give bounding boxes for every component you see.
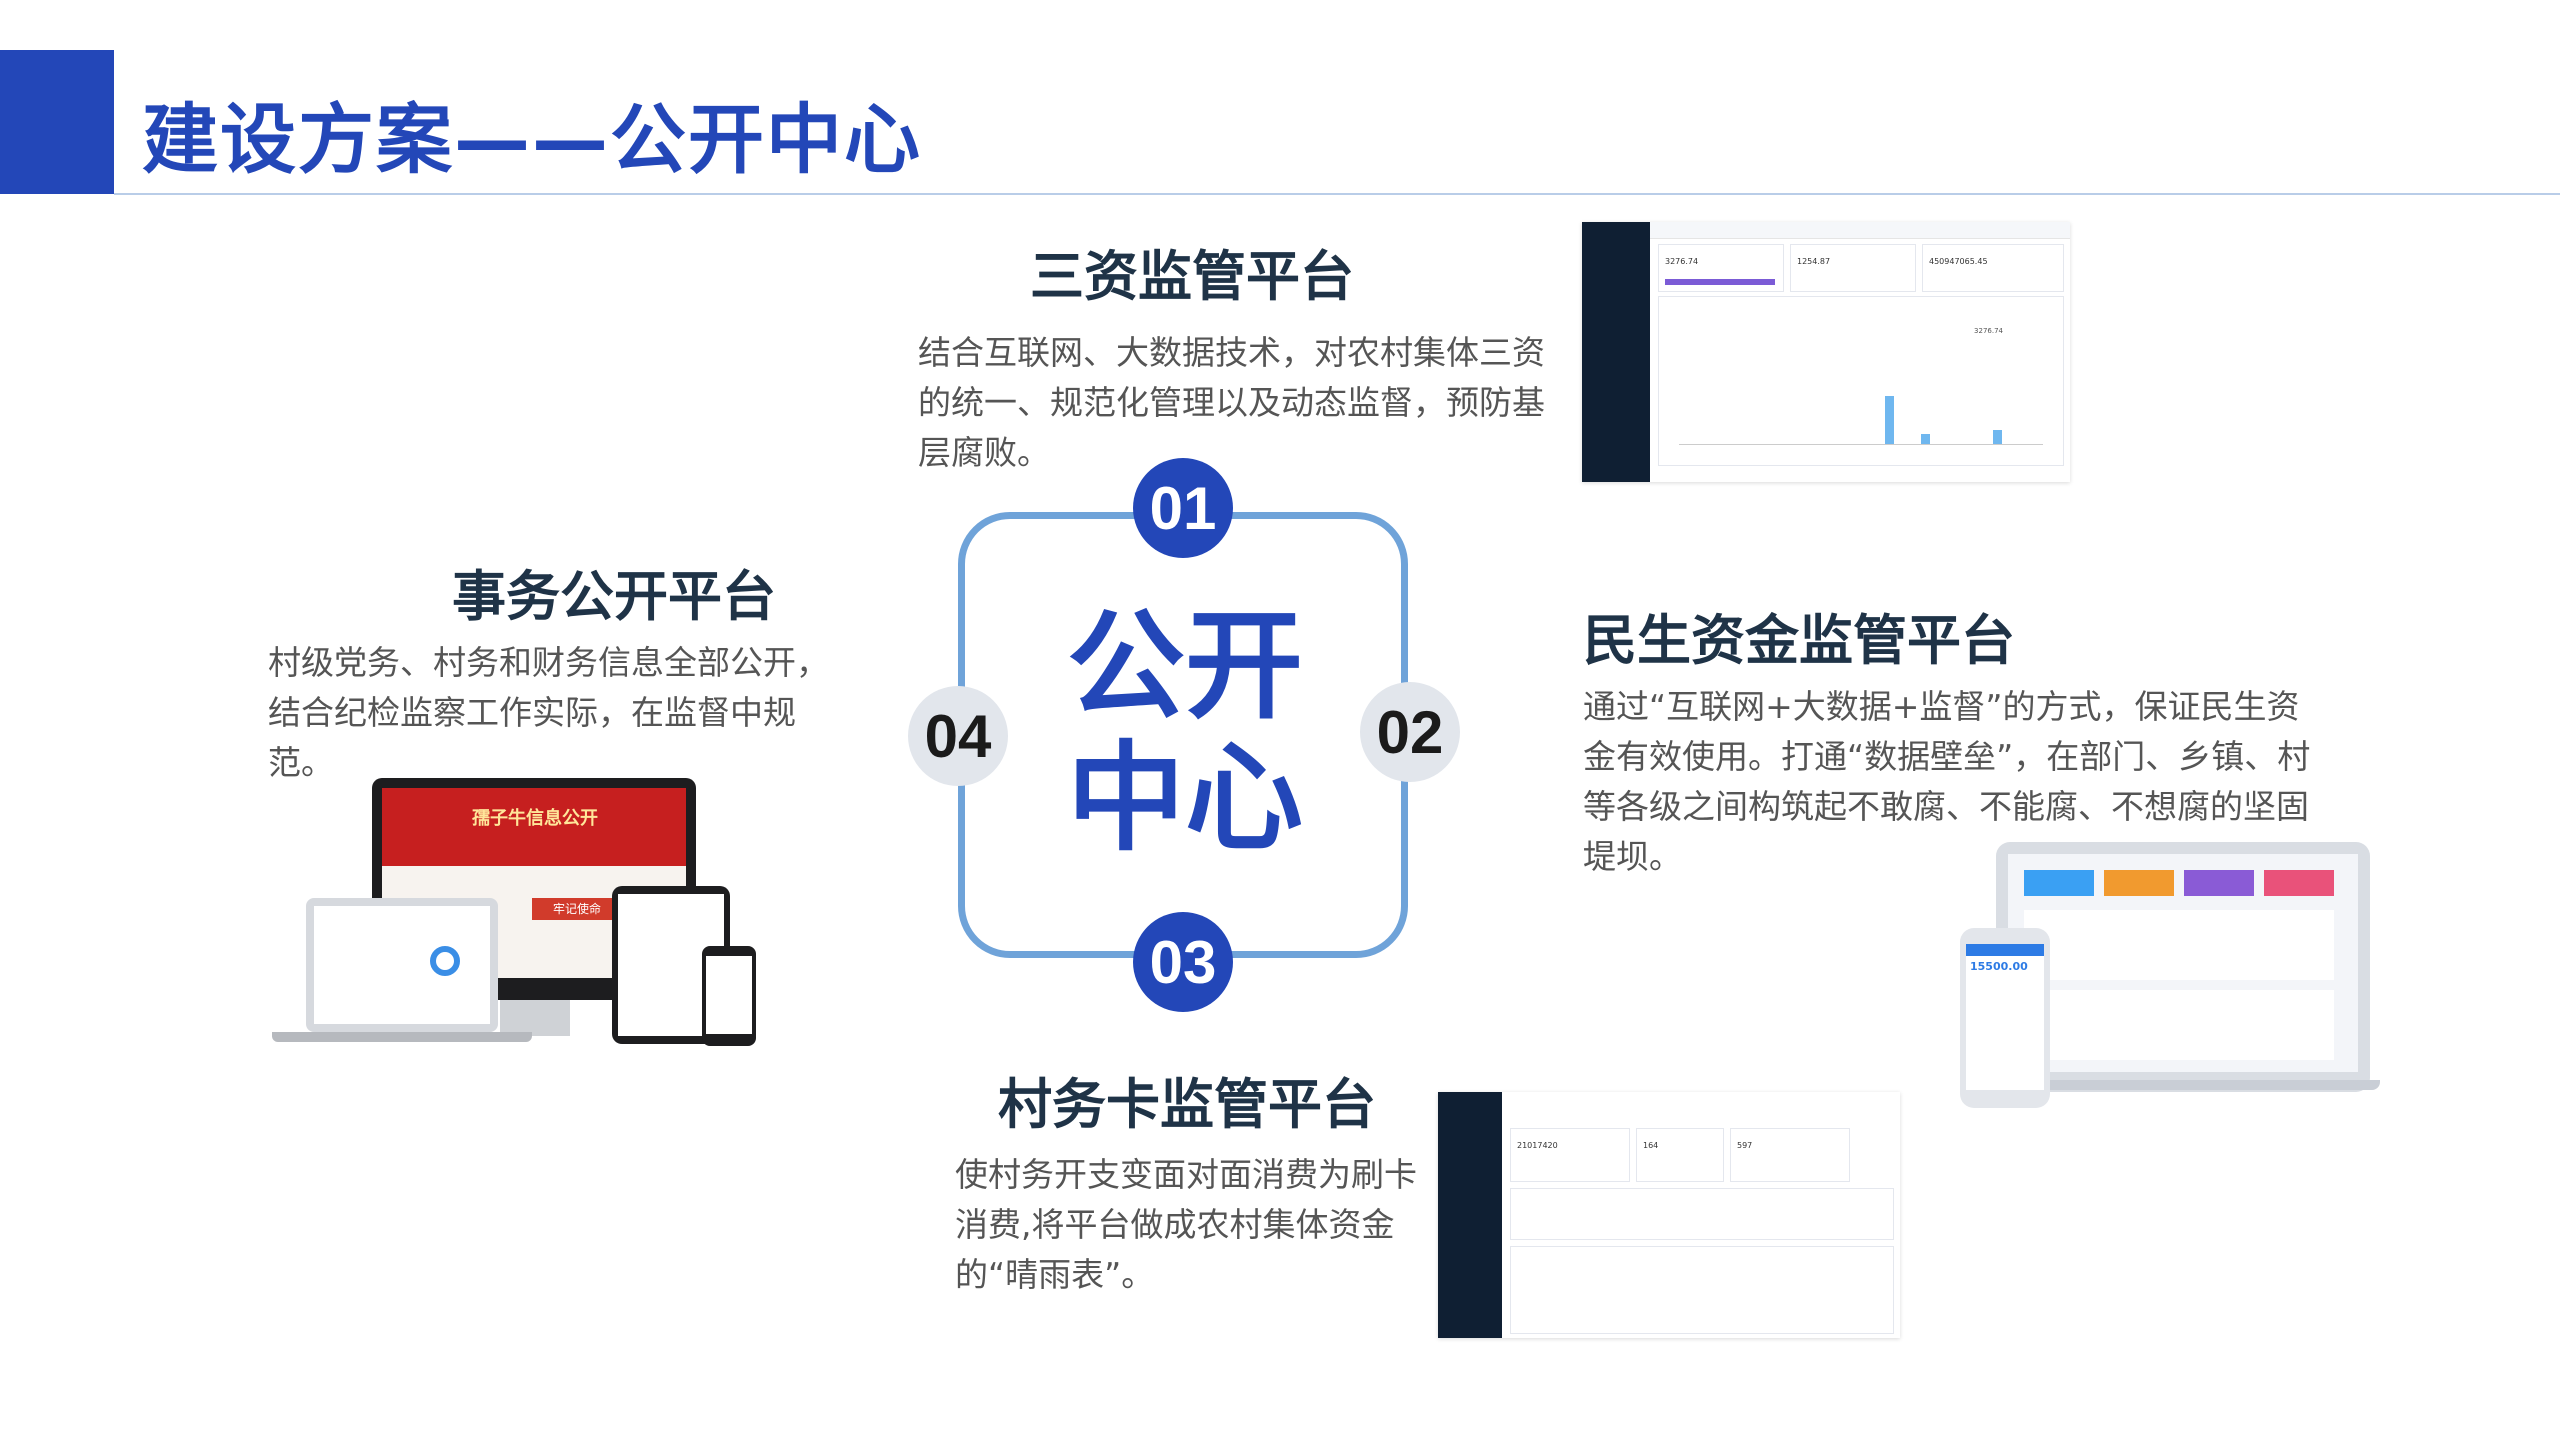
laptop-bottom-panel <box>2024 990 2334 1060</box>
center-title-line-2: 中心 <box>1066 729 1303 867</box>
page-title: 建设方案——公开中心 <box>142 95 922 184</box>
laptop-stat-orange <box>2104 870 2174 896</box>
section-04-desc: 村级党务、村务和财务信息全部公开，结合纪检监察工作实际，在监督中规范。 <box>268 643 829 782</box>
stat-card-1: 21017420 <box>1510 1128 1630 1182</box>
phone-header <box>1966 944 2044 956</box>
badge-02: 02 <box>1360 682 1460 782</box>
quick-entry-panel <box>1510 1188 1894 1240</box>
stat-card-2: 1254.87 <box>1790 244 1916 292</box>
stat-card-1-value: 21017420 <box>1517 1141 1558 1150</box>
section-02-title: 民生资金监管平台 <box>1583 609 2015 672</box>
section-03-title: 村务卡监管平台 <box>998 1073 1376 1136</box>
stat-card-2: 164 <box>1636 1128 1724 1182</box>
phone-left-screen <box>706 956 752 1034</box>
laptop-left-base <box>272 1032 532 1042</box>
chart-axis <box>1679 444 2043 445</box>
center-title: 公开 中心 <box>1060 600 1310 864</box>
center-title-line-1: 公开 <box>1066 597 1303 735</box>
laptop-area-chart <box>2024 910 2334 980</box>
badge-03: 03 <box>1133 912 1233 1012</box>
laptop-screen <box>2008 854 2358 1072</box>
chart-bar <box>1885 396 1894 444</box>
chart-bar <box>1993 430 2002 444</box>
phone-frame: 15500.00 <box>1960 928 2050 1108</box>
stat-card-3-value: 450947065.45 <box>1929 257 1988 266</box>
dashboard-topbar <box>1650 222 2070 239</box>
phone-left-frame <box>702 946 756 1046</box>
stat-card-3-value: 597 <box>1737 1141 1753 1150</box>
laptop-stat-purple <box>2184 870 2254 896</box>
monitor-sub-banner: 牢记使命 <box>532 898 622 920</box>
stat-card-3: 450947065.45 <box>1922 244 2064 292</box>
phone-screen: 15500.00 <box>1966 944 2044 1090</box>
monitor-banner-text: 孺子牛信息公开 <box>472 808 598 829</box>
laptop-left-donut <box>430 946 460 976</box>
monitor-stand <box>500 1000 570 1036</box>
section-03-desc: 使村务开支变面对面消费为刷卡消费,将平台做成农村集体资金的“晴雨表”。 <box>955 1155 1417 1294</box>
section-02-desc: 通过“互联网+大数据+监督”的方式，保证民生资金有效使用。打通“数据壁垒”，在部… <box>1583 687 2311 876</box>
cunwuka-dashboard-screenshot: 21017420 164 597 <box>1438 1092 1900 1338</box>
section-01-desc: 结合互联网、大数据技术，对农村集体三资的统一、规范化管理以及动态监督，预防基层腐… <box>918 333 1545 472</box>
chart-panel-value: 3276.74 <box>1974 327 2003 335</box>
table-panel <box>1510 1246 1894 1334</box>
laptop-frame <box>1996 842 2370 1092</box>
laptop-stat-blue <box>2024 870 2094 896</box>
laptop-stat-pink <box>2264 870 2334 896</box>
section-04-title: 事务公开平台 <box>452 565 776 628</box>
stat-card-2-value: 1254.87 <box>1797 257 1831 266</box>
monitor-banner: 孺子牛信息公开 <box>382 788 686 866</box>
header-divider <box>114 193 2560 195</box>
badge-04: 04 <box>908 686 1008 786</box>
dashboard-sidebar <box>1582 222 1650 482</box>
laptop-base <box>1996 1080 2380 1090</box>
header-accent-block <box>0 50 114 194</box>
stat-card-3: 597 <box>1730 1128 1850 1182</box>
stat-card-1-bar <box>1665 279 1775 285</box>
phone-amount: 15500.00 <box>1970 960 2028 973</box>
chart-panel: 3276.74 <box>1658 296 2064 466</box>
chart-bar <box>1921 434 1930 444</box>
stat-card-1: 3276.74 <box>1658 244 1784 292</box>
laptop-left-frame <box>306 898 498 1032</box>
stat-card-2-value: 164 <box>1643 1141 1659 1150</box>
sanzi-dashboard-screenshot: 3276.74 1254.87 450947065.45 3276.74 <box>1582 222 2070 482</box>
stat-card-1-value: 3276.74 <box>1665 257 1699 266</box>
badge-01: 01 <box>1133 458 1233 558</box>
section-01-title: 三资监管平台 <box>1030 245 1354 308</box>
dashboard-sidebar <box>1438 1092 1502 1338</box>
laptop-left-screen <box>314 906 490 1024</box>
